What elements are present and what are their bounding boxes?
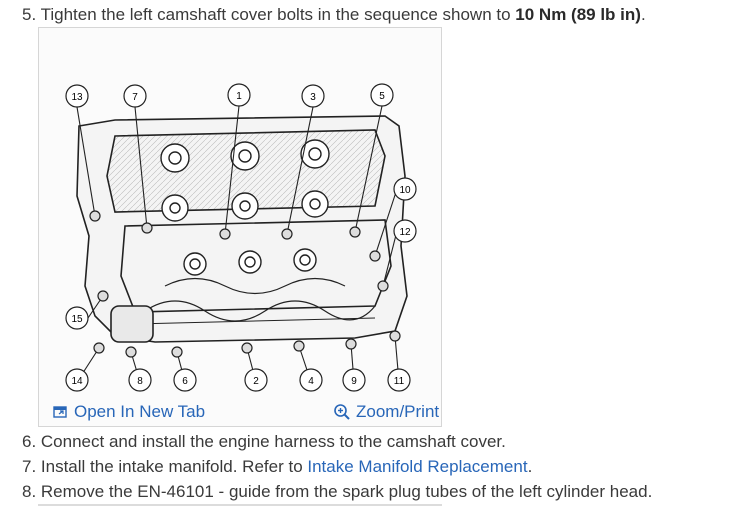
callout-15: 15 — [65, 306, 89, 330]
step-5: 5. Tighten the left camshaft cover bolts… — [22, 4, 646, 26]
svg-text:3: 3 — [310, 92, 316, 103]
svg-text:2: 2 — [253, 376, 259, 387]
callout-14: 14 — [65, 368, 89, 392]
callout-6: 6 — [173, 368, 197, 392]
step-6-text: 6. Connect and install the engine harnes… — [22, 432, 506, 451]
divider — [38, 504, 442, 506]
svg-text:10: 10 — [399, 185, 411, 196]
svg-text:6: 6 — [182, 376, 188, 387]
callout-2: 2 — [244, 368, 268, 392]
step-6: 6. Connect and install the engine harnes… — [22, 431, 506, 453]
svg-text:7: 7 — [132, 92, 138, 103]
open-in-new-tab-link[interactable]: Open In New Tab — [53, 402, 205, 422]
callout-4: 4 — [299, 368, 323, 392]
callout-5: 5 — [370, 83, 394, 107]
step-7-period: . — [527, 457, 533, 476]
spark-plug-tubes — [160, 139, 330, 276]
step-8: 8. Remove the EN-46101 - guide from the … — [22, 481, 652, 503]
svg-text:15: 15 — [71, 314, 83, 325]
svg-text:14: 14 — [71, 376, 83, 387]
svg-text:9: 9 — [351, 376, 357, 387]
svg-text:5: 5 — [379, 91, 385, 102]
callout-13: 13 — [65, 84, 89, 108]
callout-9: 9 — [342, 368, 366, 392]
svg-text:12: 12 — [399, 227, 411, 238]
svg-text:11: 11 — [394, 376, 405, 387]
callout-3: 3 — [301, 84, 325, 108]
callout-10: 10 — [393, 177, 417, 201]
svg-text:1: 1 — [236, 91, 242, 102]
step-8-text: 8. Remove the EN-46101 - guide from the … — [22, 482, 653, 501]
open-in-new-tab-label: Open In New Tab — [74, 402, 206, 421]
callout-12: 12 — [393, 219, 417, 243]
zoom-print-link[interactable]: Zoom/Print — [333, 402, 439, 422]
zoom-icon — [334, 404, 350, 420]
step-7: 7. Install the intake manifold. Refer to… — [22, 456, 532, 478]
zoom-print-label: Zoom/Print — [356, 402, 440, 421]
bolt-heads — [89, 210, 401, 358]
camshaft-cover-diagram[interactable]: 13 7 1 3 5 10 12 15 14 8 6 2 4 9 11 — [55, 56, 427, 392]
callout-11: 11 — [387, 368, 411, 392]
open-new-tab-icon — [53, 406, 67, 418]
callout-7: 7 — [123, 84, 147, 108]
torque-spec: 10 Nm (89 lb in) — [515, 5, 641, 24]
figure-links: Open In New Tab Zoom/Print — [53, 402, 439, 424]
callout-8: 8 — [128, 368, 152, 392]
callout-1: 1 — [227, 83, 251, 107]
svg-text:13: 13 — [71, 92, 83, 103]
camshaft-cover-figure: 13 7 1 3 5 10 12 15 14 8 6 2 4 9 11 Open… — [38, 27, 442, 427]
svg-text:4: 4 — [308, 376, 314, 387]
step-5-period: . — [640, 5, 646, 24]
callout-markers: 13 7 1 3 5 10 12 15 14 8 6 2 4 9 11 — [65, 83, 417, 392]
svg-text:8: 8 — [137, 376, 143, 387]
intake-manifold-replacement-link[interactable]: Intake Manifold Replacement — [307, 457, 528, 476]
step-7-text: 7. Install the intake manifold. Refer to — [22, 457, 308, 476]
step-5-text: 5. Tighten the left camshaft cover bolts… — [22, 5, 516, 24]
